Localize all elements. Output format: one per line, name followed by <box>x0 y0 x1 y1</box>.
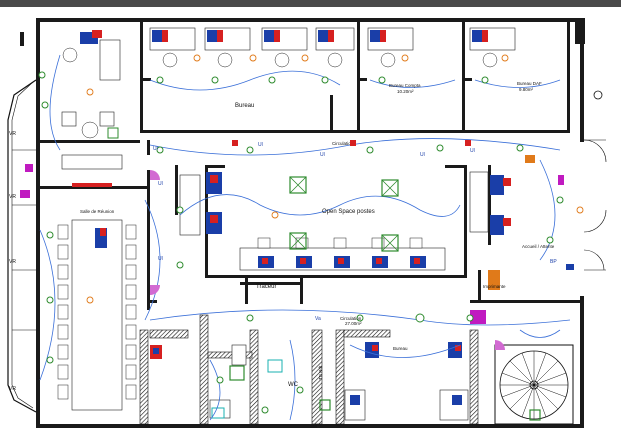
tag-ul-6: Ul <box>470 148 475 154</box>
tag-ul-3: Ul <box>420 152 425 158</box>
switch-symbols <box>107 90 603 270</box>
label-circulation-bottom: Circulation <box>340 316 362 321</box>
magenta-fixtures <box>20 164 505 350</box>
label-bureau-top: Bureau <box>235 103 254 109</box>
ceiling-lights <box>229 176 399 411</box>
spiral-staircase <box>494 344 574 425</box>
top-bar <box>0 0 621 7</box>
equipment-tags: VR VR VR VR Ul Ul Ul Ul Ul Ul Ul BP Va <box>9 131 557 392</box>
room-labels: Bureau Bureau Compta 10.20m² Bureau DAF … <box>80 81 555 429</box>
bottom-rooms-walls <box>139 270 580 425</box>
label-bureau-compta-area: 10.20m² <box>397 89 414 94</box>
tag-ul-4: Ul <box>158 256 163 262</box>
outer-walls <box>20 18 585 428</box>
tag-ul-1: Ul <box>258 142 263 148</box>
label-salle-reunion: Salle de Réunion <box>80 209 115 214</box>
label-imprimante: Imprimante <box>483 284 506 289</box>
lounge-furniture <box>61 111 123 187</box>
label-bureau-daf: Bureau DAF <box>517 81 542 86</box>
tag-vr-3: VR <box>9 259 16 265</box>
tag-bp: BP <box>550 259 557 265</box>
label-open-space: Open Space postes <box>322 209 375 215</box>
left-office-partitions <box>40 140 157 310</box>
label-bureau-bottom: Bureau <box>393 346 408 351</box>
open-space-desks <box>179 171 511 271</box>
label-wc: WC <box>288 382 299 388</box>
tag-vr-1: VR <box>9 131 16 137</box>
top-workstations <box>62 27 516 81</box>
green-sockets <box>38 71 564 414</box>
label-circulation-top: Circulation <box>332 141 354 146</box>
tag-ul-7: Ul <box>153 146 158 152</box>
tag-va: Va <box>315 316 321 322</box>
label-bureau-daf-area: 9.80m² <box>519 87 534 92</box>
label-bureau-compta: Bureau Compta <box>389 83 421 88</box>
label-accueil: Accueil / Attente <box>522 244 555 249</box>
entrance-doors <box>580 138 607 302</box>
label-circulation-bottom-area: 27.00m² <box>345 321 362 326</box>
label-sm: SM <box>310 424 317 429</box>
tag-ul-5: Ul <box>158 181 163 187</box>
meeting-table <box>57 219 137 411</box>
bottom-furniture <box>150 270 500 421</box>
tag-vr-2: VR <box>9 194 16 200</box>
label-traceur: Traceur <box>256 284 276 290</box>
orange-markers <box>86 54 584 304</box>
tag-vr-4: VR <box>9 386 16 392</box>
top-offices-partitions <box>140 22 570 133</box>
bay-window <box>7 79 37 413</box>
tag-ul-2: Ul <box>320 152 325 158</box>
label-td-rdc: TD Rdt <box>318 365 323 380</box>
